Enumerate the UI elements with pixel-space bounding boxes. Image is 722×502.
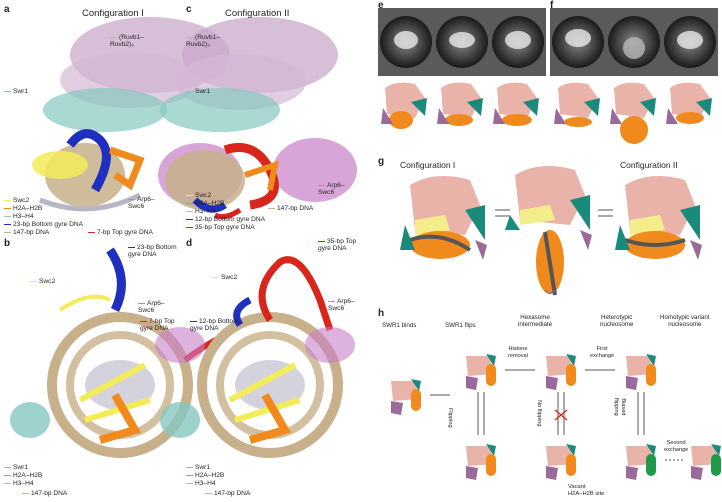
b-label-bottom: 23-bp Bottom gyre DNA [128, 244, 177, 259]
a-label-swc2: Swc2 [4, 197, 29, 204]
h-step-homotypic: Homotypic variant nucleosome [660, 314, 710, 328]
c-label-swc2: Swc2 [186, 192, 211, 199]
a-label-arp6: Arp6– Swc6 [128, 196, 155, 211]
h-arrow-second-exchange: Second exchange [664, 440, 689, 453]
a-label-147: 147-bp DNA [4, 229, 49, 236]
b-label-h3h4: H3–H4 [4, 480, 34, 487]
d-label-bottom: 12-bp Bottom gyre DNA [190, 318, 239, 333]
structure-d [160, 256, 355, 458]
panel-letter-g: g [378, 156, 385, 167]
b-label-top: 7-bp Top gyre DNA [140, 318, 175, 333]
d-label-swr1: Swr1 [186, 464, 210, 471]
panel-letter-c: c [186, 4, 192, 15]
panel-letter-e: e [378, 0, 384, 11]
em-panel-f [550, 8, 718, 76]
h-step-hexasome: Hexasome intermediate [518, 314, 553, 328]
a-label-bottom: 23-bp Bottom gyre DNA [4, 221, 83, 228]
g-cartoons [400, 166, 702, 296]
panel-c-title: Configuration II [225, 8, 290, 19]
c-label-h3h4: H3–H4 [186, 208, 216, 215]
h-arrow-flipping: Flipping [447, 408, 453, 428]
d-label-arp6: Arp6– Swc6 [328, 298, 355, 313]
a-label-top: 7-bp Top gyre DNA [88, 229, 153, 236]
panel-letter-d: d [186, 238, 193, 249]
panel-a-title: Configuration I [82, 8, 144, 19]
h-arrow-no-flipping: No flipping [536, 400, 542, 427]
d-label-h3h4: H3–H4 [186, 480, 216, 487]
a-label-ruvb: (Ruvb1– Ruvb2)₃ [110, 34, 144, 49]
c-label-arp6: Arp6– Swc6 [318, 182, 345, 197]
d-label-147: 147-bp DNA [205, 490, 250, 497]
d-label-top: 35-bp Top gyre DNA [318, 238, 357, 253]
h-step-flips: SWR1 flips [445, 322, 476, 329]
ef-cartoons [381, 82, 712, 144]
a-label-h2ah2b: H2A–H2B [4, 205, 42, 212]
b-label-swr1: Swr1 [4, 464, 28, 471]
c-label-h2ah2b: H2A–H2B [186, 200, 224, 207]
b-label-arp6: Arp6– Swc6 [138, 300, 165, 315]
c-label-swr1: Swr1 [186, 88, 210, 95]
b-label-147: 147-bp DNA [22, 490, 67, 497]
b-label-h2ah2b: H2A–H2B [4, 472, 42, 479]
structure-b [10, 247, 227, 458]
b-label-swc2: Swc2 [30, 278, 55, 285]
c-label-bottom: 12-bp Bottom gyre DNA [186, 216, 265, 223]
structure-c [160, 17, 357, 213]
h-step-heterotypic: Heterotypic nucleosome [600, 314, 634, 328]
panel-letter-h: h [378, 308, 385, 319]
em-panel-e [378, 8, 546, 76]
h-arrow-biased-flipping: Biased flipping [613, 398, 626, 416]
panel-letter-b: b [4, 238, 11, 249]
c-label-ruvb: (Ruvb1– Ruvb2)₃ [186, 34, 220, 49]
g-config2-label: Configuration II [620, 160, 678, 170]
d-label-swc2: Swc2 [212, 274, 237, 281]
h-arrow-first-exchange: First exchange [590, 346, 615, 359]
d-label-h2ah2b: H2A–H2B [186, 472, 224, 479]
c-label-147: 147-bp DNA [268, 205, 313, 212]
a-label-swr1: Swr1 [4, 88, 28, 95]
h-arrow-histone-removal: Histone removal [508, 346, 528, 359]
panel-letter-a: a [4, 4, 10, 15]
c-label-top: 35-bp Top gyre DNA [186, 224, 255, 231]
panel-letter-f: f [550, 0, 554, 11]
h-label-vacant: Vacant H2A–H2B site [568, 484, 605, 497]
h-step-binds: SWR1 binds [382, 322, 417, 329]
g-config1-label: Configuration I [400, 160, 456, 170]
a-label-h3h4: H3–H4 [4, 213, 34, 220]
h-cartoons [391, 354, 721, 480]
